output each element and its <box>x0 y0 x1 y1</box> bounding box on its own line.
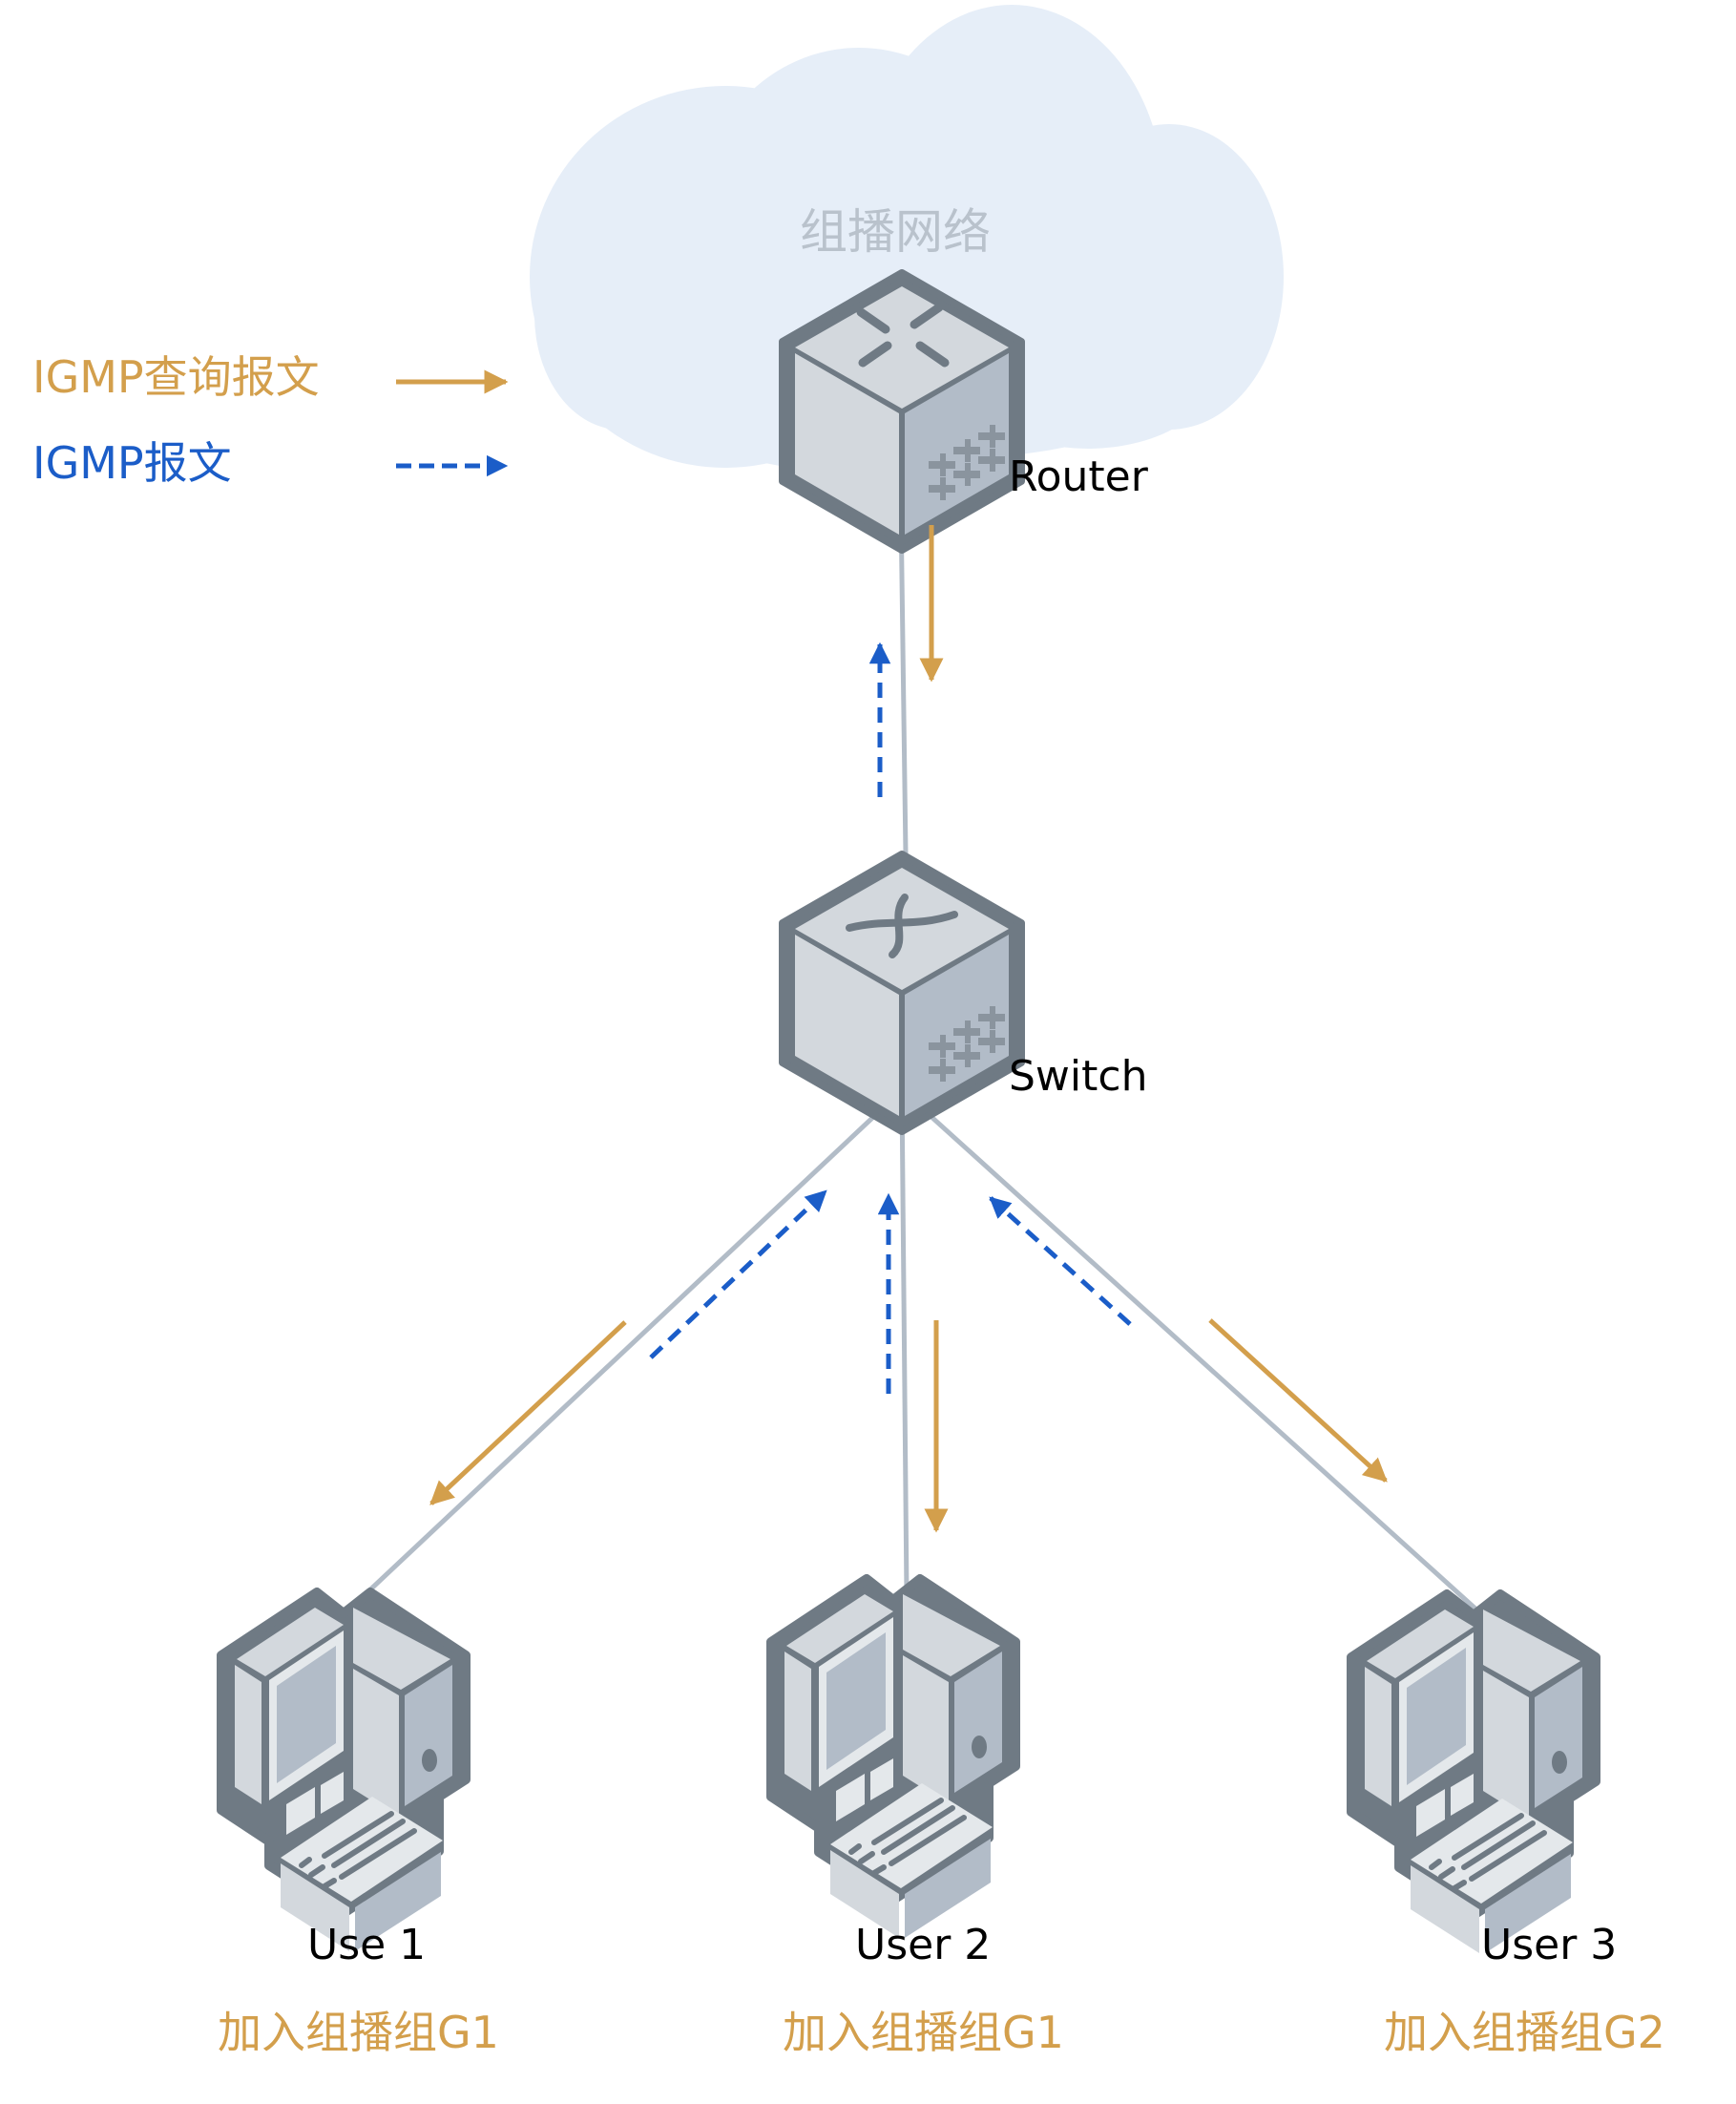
user1-pc-icon[interactable] <box>221 1592 466 1951</box>
user2-group-label: 加入组播组G1 <box>783 2007 1064 2058</box>
link-switch-user1 <box>366 1088 904 1594</box>
switch-label: Switch <box>1009 1052 1148 1101</box>
user3-pc-icon[interactable] <box>1351 1594 1596 1953</box>
user3-label: User 3 <box>1481 1921 1618 1969</box>
user1-label: Use 1 <box>307 1921 427 1969</box>
user2-label: User 2 <box>855 1921 992 1969</box>
user2-pc-icon[interactable] <box>771 1579 1015 1938</box>
legend-query-label: IGMP查询报文 <box>32 351 320 403</box>
links <box>366 505 1478 1611</box>
query-arrow-user3 <box>1208 1318 1388 1483</box>
query-arrow-user1 <box>429 1320 627 1505</box>
router-arrows-glyph <box>856 303 950 368</box>
user3-group-label: 加入组播组G2 <box>1384 2007 1665 2058</box>
link-switch-user2 <box>899 1089 910 1597</box>
router-label: Router <box>1009 452 1148 501</box>
flow-arrows <box>429 525 1388 1533</box>
cloud-label: 组播网络 <box>800 204 991 260</box>
link-router-switch <box>898 505 909 855</box>
link-switch-user3 <box>900 1088 1478 1611</box>
switch-arrows-glyph <box>846 894 958 958</box>
legend-report-label: IGMP报文 <box>32 437 232 489</box>
report-arrow-user3 <box>989 1196 1132 1326</box>
user1-group-label: 加入组播组G1 <box>218 2007 499 2058</box>
report-arrow-user1 <box>649 1189 827 1359</box>
